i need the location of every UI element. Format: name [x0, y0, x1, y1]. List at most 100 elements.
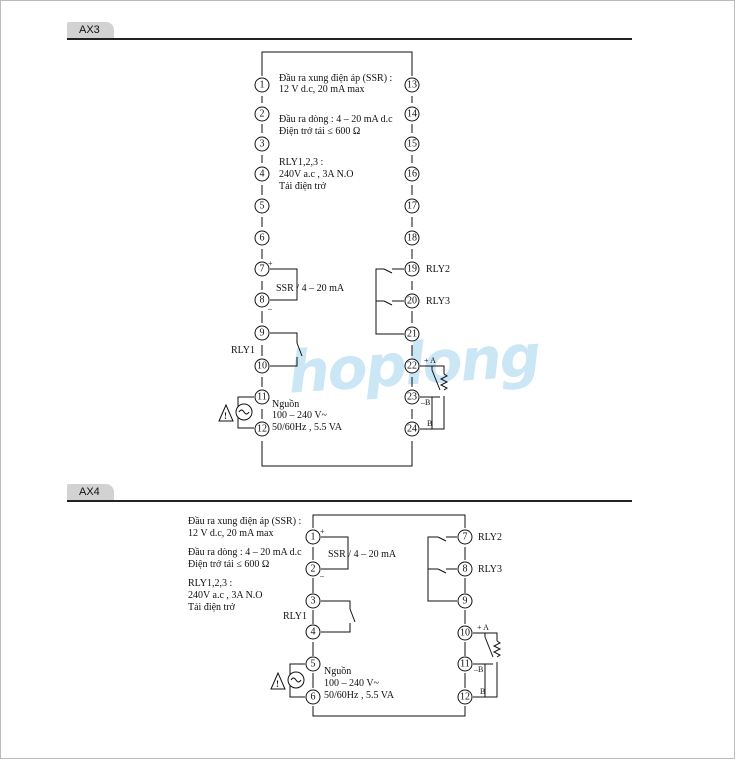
ax3-terminal-16: 16	[404, 166, 420, 182]
ax4-terminal-6: 6	[305, 689, 321, 705]
ax3-terminal-2: 2	[254, 106, 270, 122]
svg-text:4: 4	[311, 627, 316, 638]
ax3-terminal-4: 4	[254, 166, 270, 182]
warning-icon-ax4: !	[276, 679, 279, 689]
ax4-terminal-5: 5	[305, 656, 321, 672]
ax3-relay-spec-line1: RLY1,2,3 :	[279, 157, 323, 168]
ax4-current-spec-line2: Điện trở tải ≤ 600 Ω	[188, 559, 269, 570]
ax3-terminal-12: 12	[254, 421, 270, 437]
ax4-terminal-2: 2	[305, 561, 321, 577]
ax4-terminal-11: 11	[457, 656, 473, 672]
svg-text:7: 7	[260, 264, 265, 275]
ax3-terminal-23: 23	[404, 389, 420, 405]
ax4-terminal-7: 7	[457, 529, 473, 545]
ax3-current-spec-line2: Điện trở tải ≤ 600 Ω	[279, 126, 360, 137]
svg-text:18: 18	[407, 233, 417, 244]
section-tab-ax3: AX3	[67, 22, 114, 39]
svg-text:8: 8	[260, 295, 265, 306]
ax3-rly3-label: RLY3	[426, 296, 450, 307]
ax3-rly1-label: RLY1	[231, 345, 255, 356]
ax4-rly2-label: RLY2	[478, 532, 502, 543]
ax3-terminal-18: 18	[404, 230, 420, 246]
ax4-current-spec-line1: Đầu ra dòng : 4 – 20 mA d.c	[188, 547, 302, 558]
ax4-terminal-4: 4	[305, 624, 321, 640]
ax4-rly1-label: RLY1	[283, 611, 307, 622]
ax3-power-voltage: 100 – 240 V~	[272, 410, 328, 421]
ax4-rly3-label: RLY3	[478, 564, 502, 575]
svg-text:1: 1	[260, 80, 265, 91]
svg-text:3: 3	[260, 139, 265, 150]
svg-text:11: 11	[460, 659, 470, 670]
ax3-rtd-b-label: B	[427, 419, 432, 428]
ax4-terminal-8: 8	[457, 561, 473, 577]
ax3-terminal-5: 5	[254, 198, 270, 214]
ax4-rtd-minus-b-label: –B	[473, 665, 483, 674]
svg-text:20: 20	[407, 296, 417, 307]
ax3-terminal-6: 6	[254, 230, 270, 246]
ax3-terminal-8: 8	[254, 292, 270, 308]
ax4-relay-spec-line1: RLY1,2,3 :	[188, 578, 232, 589]
ax3-terminal-11: 11	[254, 389, 270, 405]
ax4-power-voltage: 100 – 240 V~	[324, 678, 380, 689]
svg-text:15: 15	[407, 139, 417, 150]
ax4-terminal-1: 1	[305, 529, 321, 545]
ax4-power-frequency: 50/60Hz , 5.5 VA	[324, 690, 395, 701]
svg-text:10: 10	[257, 361, 267, 372]
ax3-terminal-20: 20	[404, 293, 420, 309]
ax4-ssr-spec-line2: 12 V d.c, 20 mA max	[188, 528, 273, 539]
svg-text:16: 16	[407, 169, 417, 180]
ax3-terminal-3: 3	[254, 136, 270, 152]
ax4-power-label: Nguồn	[324, 666, 351, 677]
svg-text:6: 6	[311, 692, 316, 703]
warning-icon-ax3: !	[224, 411, 227, 421]
ax4-terminal-9: 9	[457, 593, 473, 609]
svg-text:14: 14	[407, 109, 417, 120]
svg-text:13: 13	[407, 80, 417, 91]
svg-text:24: 24	[407, 424, 417, 435]
ax3-terminal-10: 10	[254, 358, 270, 374]
ax3-terminal-1: 1	[254, 77, 270, 93]
section-rule-ax4	[67, 500, 632, 502]
svg-text:17: 17	[407, 201, 417, 212]
svg-text:19: 19	[407, 264, 417, 275]
ax3-ssr-spec-line2: 12 V d.c, 20 mA max	[279, 84, 364, 95]
ax3-relay-spec-line2: 240V a.c , 3A N.O	[279, 169, 354, 180]
ax4-housing	[312, 514, 466, 528]
svg-text:!: !	[224, 411, 227, 421]
ax3-terminal-14: 14	[404, 106, 420, 122]
ax4-terminal-10: 10	[457, 625, 473, 641]
ax3-current-spec-line1: Đầu ra dòng : 4 – 20 mA d.c	[279, 114, 393, 125]
ax3-terminal-9: 9	[254, 325, 270, 341]
svg-text:9: 9	[260, 328, 265, 339]
svg-text:2: 2	[311, 564, 316, 575]
ax4-ssr-label: SSR / 4 – 20 mA	[328, 549, 397, 560]
svg-text:4: 4	[260, 169, 265, 180]
ax4-minus-sign: –	[319, 571, 325, 580]
svg-text:21: 21	[407, 329, 417, 340]
ax3-terminal-17: 17	[404, 198, 420, 214]
ax3-ssr-spec-line1: Đầu ra xung điện áp (SSR) :	[279, 73, 392, 84]
ax4-ssr-spec-line1: Đầu ra xung điện áp (SSR) :	[188, 516, 301, 527]
svg-text:6: 6	[260, 233, 265, 244]
ax4-terminal-3: 3	[305, 593, 321, 609]
svg-text:8: 8	[463, 564, 468, 575]
svg-text:1: 1	[311, 532, 316, 543]
ax3-minus-sign: –	[267, 304, 273, 313]
ax3-terminal-24: 24	[404, 421, 420, 437]
ax3-power-frequency: 50/60Hz , 5.5 VA	[272, 422, 343, 433]
section-tab-ax4: AX4	[67, 484, 114, 501]
svg-text:7: 7	[463, 532, 468, 543]
svg-text:2: 2	[260, 109, 265, 120]
ax3-terminal-13: 13	[404, 77, 420, 93]
svg-text:!: !	[276, 679, 279, 689]
ax3-terminal-22: 22	[404, 358, 420, 374]
ax3-rtd-minus-b-label: –B	[420, 398, 430, 407]
svg-text:10: 10	[460, 628, 470, 639]
ax3-housing	[261, 51, 413, 76]
ax4-terminal-12: 12	[457, 689, 473, 705]
svg-text:12: 12	[460, 692, 470, 703]
ax3-rtd-a-label: + A	[424, 356, 436, 365]
svg-text:9: 9	[463, 596, 468, 607]
svg-text:23: 23	[407, 392, 417, 403]
